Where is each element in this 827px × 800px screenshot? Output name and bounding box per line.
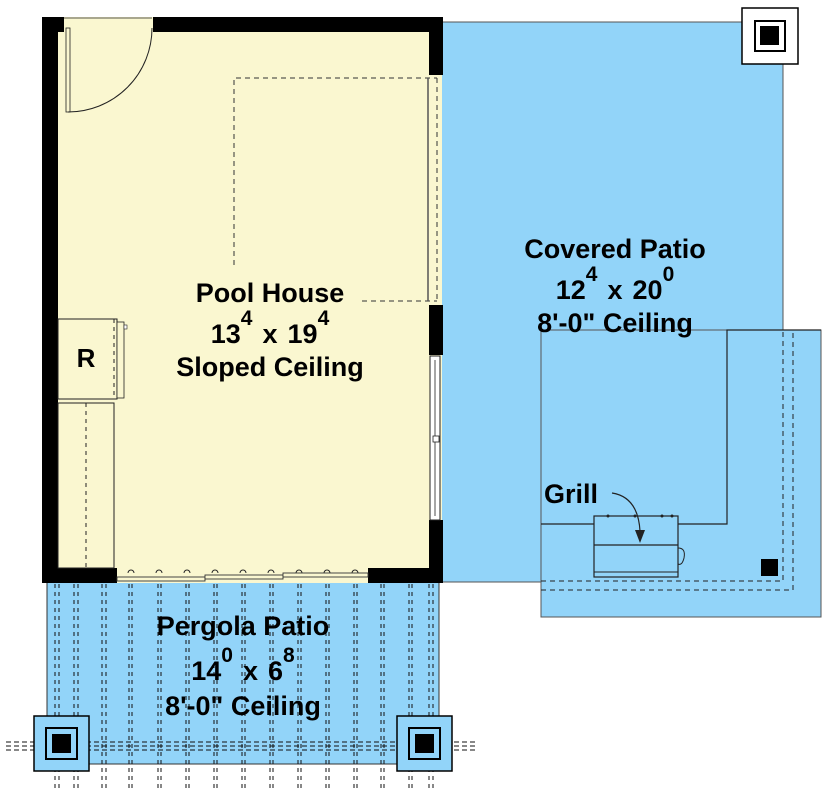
room-name: Covered Patio [524,234,706,264]
ceiling-label: Sloped Ceiling [176,352,364,382]
refrigerator-icon [57,318,128,400]
exterior-walls [42,17,443,583]
room-name: Pool House [195,278,345,308]
room-name: Pergola Patio [156,611,330,641]
counter-dashed-outer [541,330,794,591]
grill-label: Grill [544,479,599,509]
entry-door-icon [64,17,153,113]
post-small [761,559,778,576]
refrigerator-label: R [76,343,96,373]
pergola-patio-floor [46,581,440,765]
column-bottom-right-icon [396,715,453,772]
column-bottom-left-icon [33,715,90,772]
sliding-doors-icon [116,572,369,582]
ceiling-label: 8'-0" Ceiling [165,691,321,721]
grill-icon [593,514,685,578]
pergola-rafters [54,584,434,790]
grill-arrowhead [635,530,645,543]
side-window-icon [429,355,441,521]
column-top-right-icon [741,7,799,65]
grill-arrow-icon [611,492,641,532]
ceiling-label: 8'-0" Ceiling [537,308,693,338]
counter-dashed-inner [541,330,784,582]
grill-counter-area [540,329,822,618]
rafter-ends-top [127,569,359,574]
